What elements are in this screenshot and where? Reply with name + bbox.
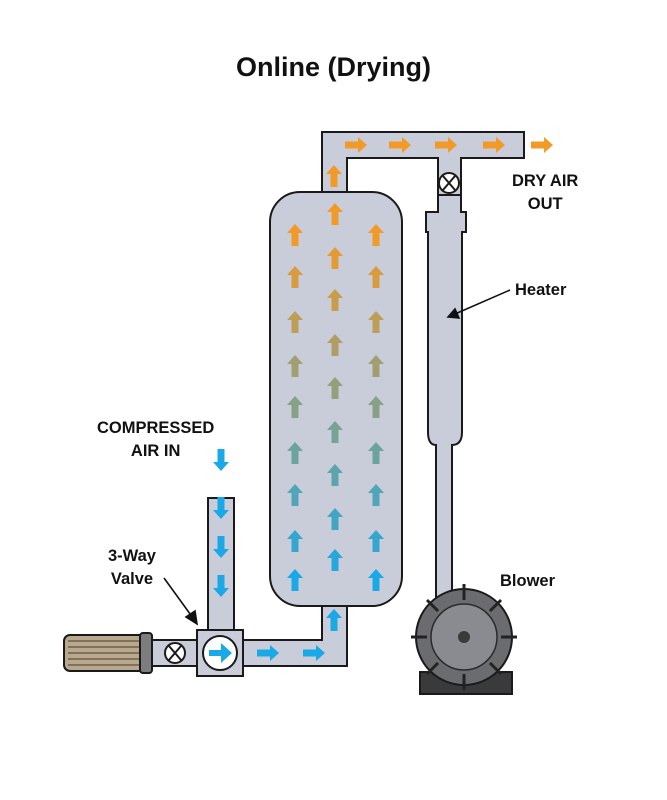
tower-inlet-arrow: [326, 609, 342, 631]
blower: [411, 584, 517, 695]
tower-arrow: [287, 484, 303, 506]
tower-arrow: [368, 355, 384, 377]
tower-arrow: [287, 530, 303, 552]
tower-arrow: [287, 266, 303, 288]
tower-arrow: [327, 464, 343, 486]
inlet-pipe-arrow: [213, 536, 229, 558]
tower-arrow: [327, 421, 343, 443]
tower-arrow: [327, 377, 343, 399]
tower-arrow: [368, 442, 384, 464]
shutoff-valve-heater: [438, 172, 460, 194]
tower-arrow: [327, 508, 343, 530]
compressed-line1: COMPRESSED: [97, 419, 215, 437]
exhaust-muffler: [63, 632, 153, 674]
dry-air-line2: OUT: [527, 195, 563, 213]
diagram-title: Online (Drying): [236, 52, 431, 82]
tower-arrow: [287, 396, 303, 418]
tower-arrow: [368, 530, 384, 552]
tower-arrow: [327, 247, 343, 269]
tower-arrow: [327, 203, 343, 225]
tower-arrow: [287, 569, 303, 591]
tower-arrow: [368, 569, 384, 591]
shutoff-valve-exhaust: [164, 642, 186, 664]
tower-arrow: [368, 224, 384, 246]
bottom-pipe-arrow: [257, 645, 279, 661]
tower-arrow: [287, 311, 303, 333]
top-pipe-arrow: [389, 137, 411, 153]
tower-arrow: [368, 396, 384, 418]
tower-arrow: [327, 334, 343, 356]
tower-arrow: [368, 311, 384, 333]
tower-outlet-arrow: [326, 165, 342, 187]
tower-arrow: [368, 266, 384, 288]
tower-arrow: [327, 549, 343, 571]
heater-pipe: [425, 194, 467, 611]
tower-arrow: [368, 484, 384, 506]
tower-arrow: [287, 355, 303, 377]
inlet-pipe-arrow: [213, 497, 229, 519]
dry-air-out-label: DRY AIR OUT: [512, 170, 578, 216]
inlet-arrow: [213, 449, 229, 471]
three-way-valve: [196, 629, 244, 677]
valve-line2: Valve: [110, 570, 154, 588]
flow-arrows: [213, 137, 553, 661]
heater-label: Heater: [515, 281, 567, 299]
top-outlet-pipe: [321, 131, 525, 196]
dry-air-line1: DRY AIR: [512, 172, 579, 190]
tower-arrow: [287, 442, 303, 464]
top-pipe-arrow: [345, 137, 367, 153]
bottom-pipe-arrow: [303, 645, 325, 661]
top-pipe-arrow: [435, 137, 457, 153]
tower-arrow: [327, 289, 343, 311]
compressed-line2: AIR IN: [130, 442, 181, 460]
leader-lines: [163, 289, 511, 626]
tower-arrow: [287, 224, 303, 246]
dry-air-out-arrow: [531, 137, 553, 153]
blower-label: Blower: [500, 572, 556, 590]
top-pipe-arrow: [483, 137, 505, 153]
inlet-pipe-arrow: [213, 575, 229, 597]
compressed-air-in-label: COMPRESSED AIR IN: [97, 417, 214, 463]
valve-line1: 3-Way: [108, 547, 156, 565]
three-way-valve-label: 3-Way Valve: [108, 545, 156, 591]
